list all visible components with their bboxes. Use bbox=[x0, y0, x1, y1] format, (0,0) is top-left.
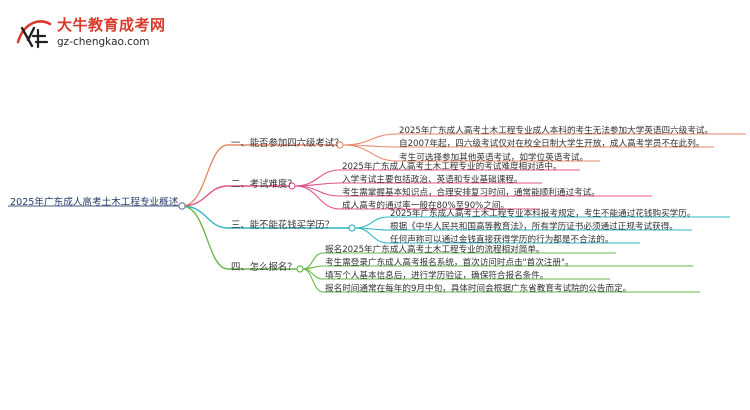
leaf-text: 填写个人基本信息后，进行学历验证，确保符合报名条件。 bbox=[325, 271, 549, 281]
brand-title: 大牛教育成考网 bbox=[57, 16, 166, 34]
leaf-connector bbox=[302, 268, 324, 293]
leaf-text: 考生需登录广东成人高考报名系统，首次访问时点击"首次注册"。 bbox=[325, 258, 574, 268]
leaf-connector bbox=[294, 185, 341, 197]
logo-icon bbox=[16, 20, 52, 49]
leaf-text: 2025年广东成人高考土木工程专业本科报考规定，考生不能通过花钱购买学历。 bbox=[390, 209, 696, 219]
mindmap-edges bbox=[8, 133, 746, 293]
leaf-text: 任何声称可以通过金钱直接获得学历的行为都是不合法的。 bbox=[390, 235, 614, 245]
leaf-text: 2025年广东成人高考土木工程专业成人本科的考生无法参加大学英语四六级考试。 bbox=[399, 126, 714, 136]
leaf-connector bbox=[342, 144, 398, 162]
branch-label-1: 一、能否参加四六级考试？ bbox=[231, 138, 344, 149]
leaf-text: 根据《中华人民共和国高等教育法》，所有学历证书必须通过正规考试获得。 bbox=[390, 222, 678, 232]
brand-url: gz-chengkao.com bbox=[57, 36, 150, 48]
leaf-connector bbox=[294, 185, 341, 210]
leaf-text: 报名时间通常在每年的9月中旬，具体时间会根据广东省教育考试院的公告而定。 bbox=[325, 284, 632, 294]
branch-label-2: 二、考试难度？ bbox=[231, 179, 297, 190]
leaf-text: 入学考试主要包括政治、英语和专业基础课程。 bbox=[342, 175, 523, 185]
leaf-connector bbox=[354, 216, 389, 229]
leaf-connector bbox=[302, 265, 324, 270]
leaf-text: 报名2025年广东成人高考土木工程专业的流程相对简单。 bbox=[325, 245, 545, 255]
leaf-text: 2025年广东成人高考土木工程专业的考试难度相对适中。 bbox=[342, 162, 562, 172]
branch-node-dot bbox=[348, 224, 356, 232]
leaf-text: 成人高考的通过率一般在80%至90%之间。 bbox=[342, 201, 510, 211]
leaf-connector bbox=[294, 182, 341, 187]
leaf-connector bbox=[342, 133, 398, 146]
root-node-label: 2025年广东成人高考土木工程专业概述 bbox=[10, 197, 179, 208]
root-node-dot bbox=[178, 202, 186, 210]
branch-node-dot bbox=[296, 265, 304, 273]
branch-connector bbox=[181, 205, 229, 229]
leaf-text: 考生可选择参加其他英语考试，如学位英语考试。 bbox=[399, 153, 589, 163]
branch-connector bbox=[181, 205, 229, 270]
branch-label-3: 三、能不能花钱买学历？ bbox=[231, 220, 335, 231]
leaf-connector bbox=[354, 227, 389, 244]
branch-label-4: 四、怎么报名？ bbox=[231, 262, 297, 273]
branch-connector bbox=[181, 185, 229, 207]
leaf-text: 自2007年起，四六级考试仅对在校全日制大学生开放，成人高考学员不在此列。 bbox=[399, 139, 705, 149]
leaf-text: 考生需掌握基本知识点，合理安排复习时间，通常能顺利通过考试。 bbox=[342, 188, 600, 198]
branch-connector bbox=[181, 144, 229, 207]
